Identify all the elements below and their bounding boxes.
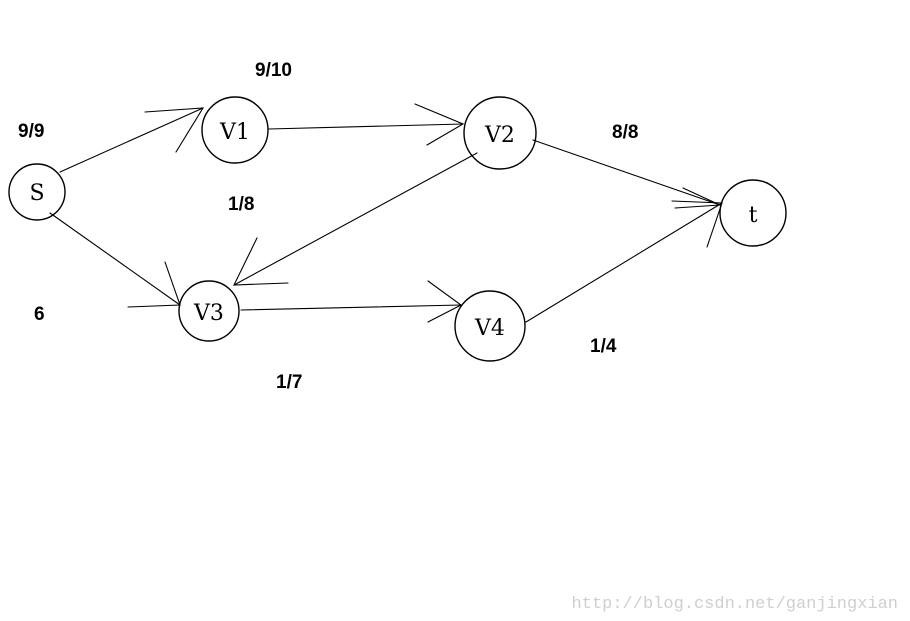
edge-label-v4-t: 1/4 <box>590 336 617 357</box>
edge-s-v3 <box>49 212 181 308</box>
edge-v2-v3 <box>233 152 478 286</box>
node-v3-label: V3 <box>193 301 224 326</box>
edge-label-v2-t: 8/8 <box>612 122 638 143</box>
node-v2: V2 <box>463 96 537 170</box>
node-s-label: S <box>29 181 44 206</box>
node-v1: V1 <box>201 96 269 164</box>
edge-label-v2-v3: 1/8 <box>228 194 254 215</box>
edge-s-v1 <box>59 107 205 173</box>
node-v4-label: V4 <box>474 316 505 341</box>
edge-label-v1-v2: 9/10 <box>255 60 292 81</box>
node-t: t <box>719 179 787 247</box>
node-v2-label: V2 <box>484 123 515 148</box>
node-v1-label: V1 <box>219 120 250 145</box>
node-t-label: t <box>749 203 758 228</box>
edge-v4-t <box>525 200 723 323</box>
edge-label-s-v3: 6 <box>34 304 45 325</box>
node-s: S <box>8 163 66 221</box>
edge-label-v3-v4: 1/7 <box>276 372 302 393</box>
watermark-text: http://blog.csdn.net/ganjingxian <box>572 595 898 614</box>
node-v4: V4 <box>454 290 526 362</box>
edge-label-s-v1: 9/9 <box>18 121 44 142</box>
node-v3: V3 <box>178 280 240 342</box>
edge-v1-v2 <box>268 103 465 146</box>
edge-v2-t <box>532 139 721 209</box>
edge-v3-v4 <box>240 280 463 323</box>
